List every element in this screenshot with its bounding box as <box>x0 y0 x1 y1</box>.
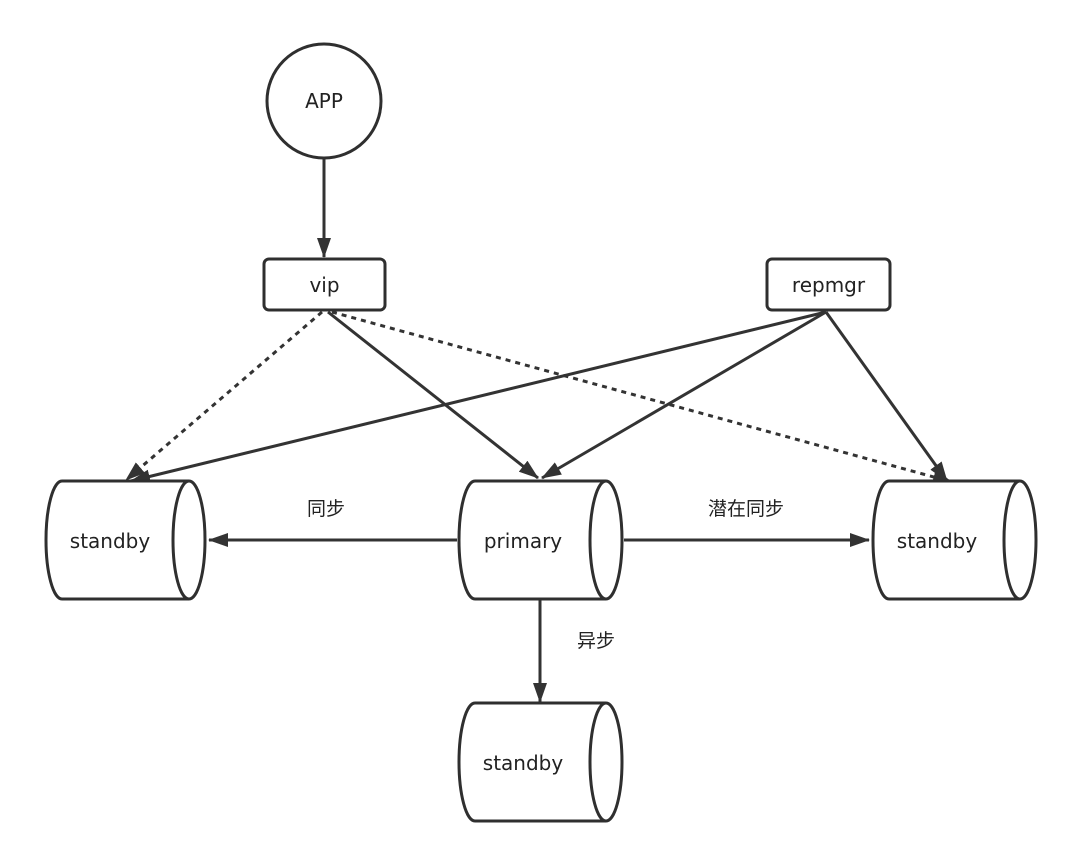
node-standby-bottom-label: standby <box>483 751 564 775</box>
edge-vip-to-primary <box>327 310 539 480</box>
edge-repmgr-to-standby-left <box>130 310 827 484</box>
edge-label-sync: 同步 <box>307 498 345 520</box>
node-repmgr-label: repmgr <box>792 273 866 297</box>
node-standby-bottom: standby <box>457 701 624 823</box>
node-vip-label: vip <box>309 273 339 297</box>
node-primary: primary <box>457 479 624 601</box>
node-standby-left: standby <box>44 479 207 601</box>
node-vip: vip <box>262 257 387 312</box>
node-standby-left-label: standby <box>70 529 151 553</box>
node-standby-right-label: standby <box>897 529 978 553</box>
node-repmgr: repmgr <box>765 257 892 312</box>
node-primary-label: primary <box>484 529 562 553</box>
edge-vip-to-standby-left <box>125 310 323 482</box>
edge-repmgr-to-standby-right <box>824 311 949 482</box>
edge-label-async: 异步 <box>577 630 615 652</box>
node-standby-right: standby <box>871 479 1038 601</box>
edge-vip-to-standby-right <box>331 310 953 484</box>
edge-label-potential-sync: 潜在同步 <box>708 498 784 520</box>
node-app-label: APP <box>305 89 343 113</box>
edges <box>125 158 953 703</box>
edge-repmgr-to-primary <box>541 310 827 480</box>
node-app: APP <box>265 42 383 160</box>
